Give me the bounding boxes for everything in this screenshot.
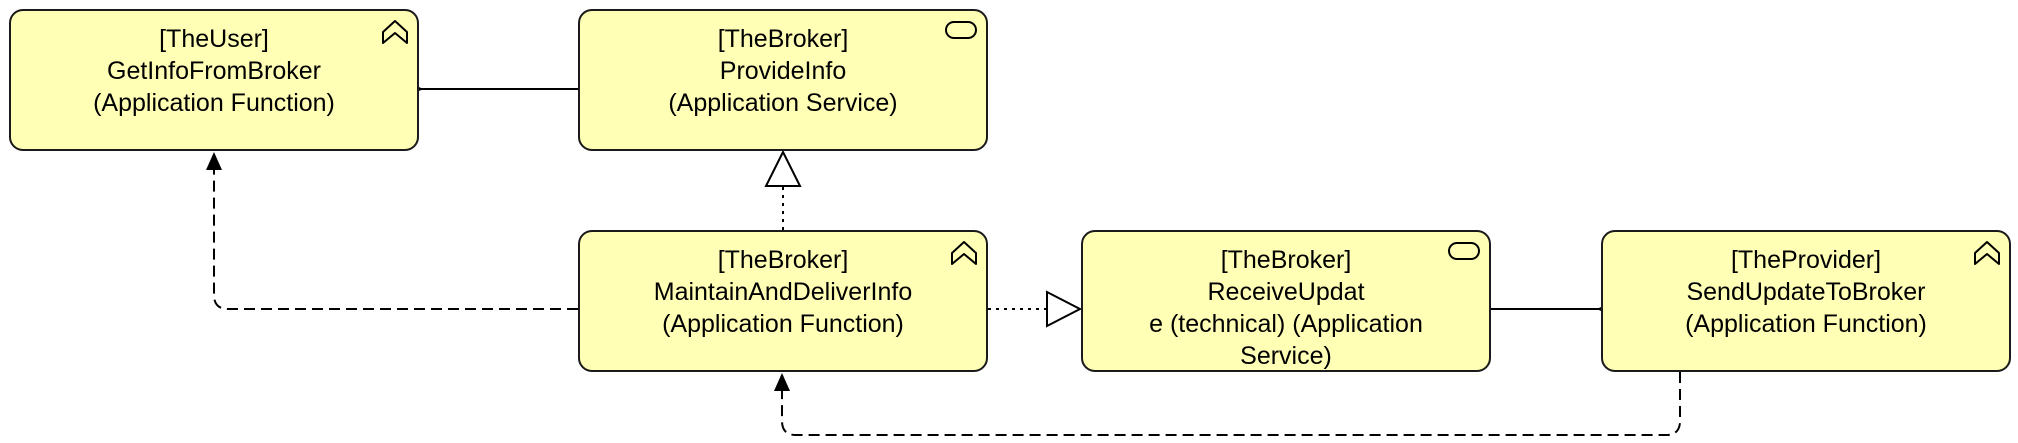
node-name: ProvideInfo <box>719 57 847 85</box>
node-kind: Service) <box>1240 342 1332 370</box>
application-function-icon <box>1974 241 2000 265</box>
node-name: MaintainAndDeliverInfo <box>653 278 913 306</box>
realization-arrowhead-receive <box>1046 290 1083 328</box>
node-owner: [TheBroker] <box>717 246 849 274</box>
application-service-icon <box>1448 242 1480 260</box>
node-owner: [TheUser] <box>159 25 269 53</box>
node-name: GetInfoFromBroker <box>107 57 321 85</box>
node-owner: [TheProvider] <box>1730 246 1882 274</box>
node-maintain-and-deliver-info[interactable]: [TheBroker] MaintainAndDeliverInfo (Appl… <box>578 230 988 372</box>
node-kind: (Application Function) <box>662 310 904 338</box>
node-receive-update-technical[interactable]: [TheBroker] ReceiveUpdat e (technical) (… <box>1081 230 1491 372</box>
node-name: ReceiveUpdat <box>1207 278 1365 306</box>
node-owner: [TheBroker] <box>1220 246 1352 274</box>
node-kind: (Application Service) <box>668 89 898 117</box>
flow-arrowhead-maintain <box>774 373 790 391</box>
node-provide-info[interactable]: [TheBroker] ProvideInfo (Application Ser… <box>578 9 988 151</box>
edge-flow-send-to-maintain[interactable] <box>781 372 1681 436</box>
application-function-icon <box>951 241 977 265</box>
node-name-continued: e (technical) (Application <box>1149 310 1423 338</box>
node-kind: (Application Function) <box>1685 310 1927 338</box>
edge-flow-maintain-to-getinfo[interactable] <box>213 170 578 310</box>
flow-arrowhead-getinfo <box>206 152 222 170</box>
node-send-update-to-broker[interactable]: [TheProvider] SendUpdateToBroker (Applic… <box>1601 230 2011 372</box>
node-owner: [TheBroker] <box>717 25 849 53</box>
application-function-icon <box>382 20 408 44</box>
node-name: SendUpdateToBroker <box>1686 278 1926 306</box>
realization-arrowhead-provide <box>764 149 802 187</box>
node-get-info-from-broker[interactable]: [TheUser] GetInfoFromBroker (Application… <box>9 9 419 151</box>
node-kind: (Application Function) <box>93 89 335 117</box>
application-service-icon <box>945 21 977 39</box>
